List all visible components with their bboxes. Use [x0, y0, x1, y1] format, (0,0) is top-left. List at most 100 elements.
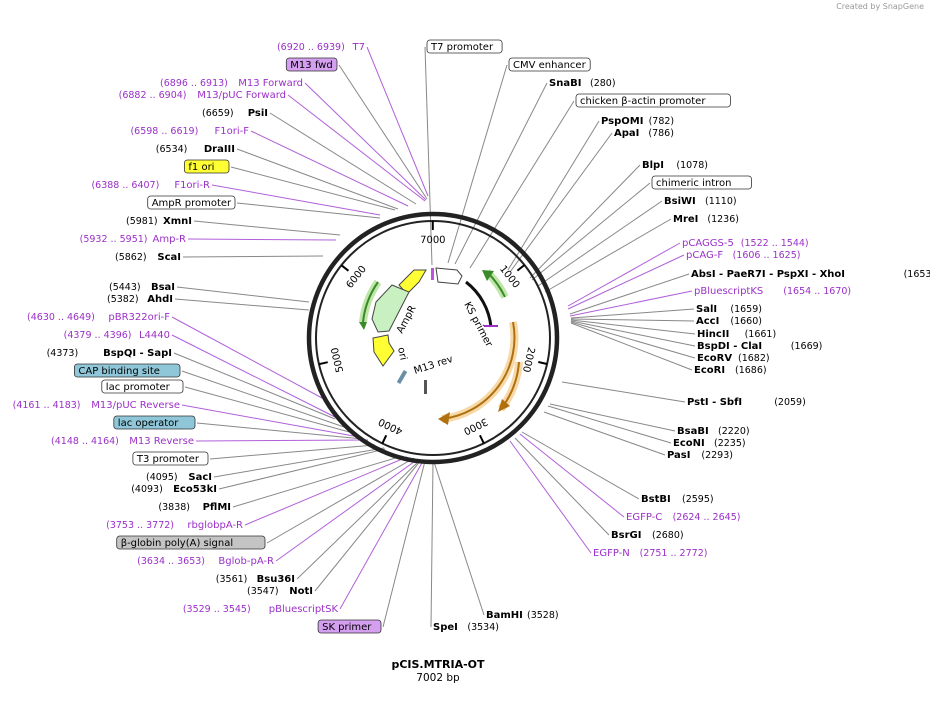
leader-line [570, 319, 696, 335]
left-label-feature: AmpR promoter [147, 195, 236, 210]
leader-line [543, 411, 666, 456]
feature-box [116, 535, 266, 550]
feature-name: chimeric intron [656, 178, 731, 189]
leader-line [236, 202, 381, 219]
enzyme-name: BsaBI [677, 426, 709, 437]
leader-line [195, 439, 369, 442]
right-label-enzyme: AbsI - PaeR7I - PspXI - XhoI(1653) [691, 269, 930, 280]
leader-line [196, 422, 364, 440]
leader-line [314, 459, 422, 592]
left-label-primer: Amp-R(5932 .. 5951) [80, 234, 186, 245]
scale-tick [318, 361, 328, 366]
left-label-primer: F1ori-F(6598 .. 6619) [130, 126, 249, 137]
enzyme-position: (1682) [738, 353, 770, 364]
enzyme-name: BamHI [486, 610, 523, 621]
primer-name: M13/pUC Reverse [91, 400, 180, 411]
right-label-enzyme: AccI(1660) [696, 316, 762, 327]
right-label-enzyme: MreI(1236) [673, 214, 739, 225]
green-arrow-left-line [362, 281, 379, 323]
enzyme-position: (2595) [682, 494, 714, 505]
leader-line [296, 459, 421, 580]
right-label-enzyme: PasI(2293) [667, 450, 733, 461]
leader-line [433, 461, 485, 616]
scale-tick-label: 5000 [330, 346, 346, 373]
primer-position: (5932 .. 5951) [80, 234, 148, 245]
plasmid-length: 7002 bp [416, 672, 460, 684]
feature-box [426, 39, 503, 54]
primer-name: pBluescriptSK [269, 604, 339, 615]
left-label-enzyme: NotI(3547) [247, 586, 313, 597]
feature-box [285, 57, 338, 72]
feature-name: CAP binding site [78, 366, 160, 377]
enzyme-position: (1659) [730, 304, 762, 315]
primer-name: pCAG-F [686, 250, 723, 261]
left-label-feature: CAP binding site [74, 363, 181, 378]
leader-line [230, 166, 396, 211]
leader-lines [171, 46, 696, 628]
leader-line [570, 318, 695, 322]
enzyme-position: (5382) [107, 294, 139, 305]
left-label-primer: F1ori-R(6388 .. 6407) [91, 180, 210, 191]
leader-line [454, 82, 548, 265]
leader-line [250, 130, 409, 207]
feature-name: M13 fwd [290, 60, 332, 71]
feature-box [113, 415, 196, 430]
left-label-primer: rbglobpA-R(3753 .. 3772) [106, 520, 243, 531]
primer-position: (6598 .. 6619) [130, 126, 198, 137]
enzyme-name: HincII [697, 329, 729, 340]
enzyme-name: SnaBI [549, 78, 581, 89]
enzyme-position: (2220) [718, 426, 750, 437]
leader-line [531, 182, 651, 281]
leader-line [569, 273, 690, 315]
plasmid-name: pCIS.MTRIA-OT [391, 658, 485, 671]
feature-name: AmpR promoter [152, 198, 232, 209]
enzyme-name: XmnI [163, 216, 192, 227]
scale-tick-label: 2000 [520, 346, 536, 373]
enzyme-name: BsaI [151, 282, 175, 293]
left-label-primer: pBR322ori-F(4630 .. 4649) [27, 312, 170, 323]
primer-position: (4379 .. 4396) [64, 330, 132, 341]
enzyme-position: (5981) [126, 216, 158, 227]
left-label-feature: T3 promoter [132, 451, 209, 466]
left-label-primer: pBluescriptSK(3529 .. 3545) [183, 604, 339, 615]
primer-name: F1ori-R [174, 180, 210, 191]
leader-line [507, 120, 600, 271]
leader-line [561, 381, 686, 403]
right-label-primer: pCAG-F (1606 .. 1625) [686, 250, 800, 261]
feature-name: CMV enhancer [513, 60, 587, 71]
leader-line [570, 322, 693, 371]
leader-line [509, 440, 592, 554]
m13-rev-label: M13 rev [413, 354, 455, 377]
primer-position: (2624 .. 2645) [673, 512, 741, 523]
enzyme-name: BspDI - ClaI [697, 341, 762, 352]
scale-tick-label: 4000 [377, 415, 405, 436]
egfp-inner-arrowhead [498, 399, 510, 412]
enzyme-position: (2680) [652, 530, 684, 541]
enzyme-name: SacI [188, 472, 212, 483]
right-label-enzyme: PspOMI(782) [601, 116, 674, 127]
right-label-feature: chicken β-actin promoter [575, 93, 731, 108]
t7-promoter-mark [431, 268, 434, 280]
enzyme-name: BsrGI [611, 530, 641, 541]
right-label-enzyme: BsaBI (2220) [677, 426, 750, 437]
enzyme-name: BsiWI [664, 196, 696, 207]
enzyme-position: (1078) [676, 160, 708, 171]
enzyme-position: (2235) [714, 438, 746, 449]
ori-label: ori [395, 346, 408, 361]
primer-position: (1606 .. 1625) [733, 250, 801, 261]
left-label-primer: M13/pUC Forward(6882 .. 6904) [119, 90, 286, 101]
enzyme-name: DraIII [204, 144, 235, 155]
enzyme-name: AhdI [147, 294, 173, 305]
primer-name: pBR322ori-F [108, 312, 170, 323]
enzyme-name: SpeI [433, 622, 458, 633]
enzyme-name: EcoRI [694, 365, 725, 376]
leader-line [176, 286, 310, 303]
enzyme-name: Bsu36I [257, 574, 295, 585]
left-label-enzyme: PsiI(6659) [202, 108, 268, 119]
leader-line [570, 320, 696, 347]
right-label-enzyme: BstBI(2595) [641, 494, 714, 505]
leader-line [209, 444, 376, 460]
leader-line [173, 352, 336, 420]
leader-line [244, 456, 408, 526]
right-label-enzyme: EcoNI(2235) [673, 438, 746, 449]
